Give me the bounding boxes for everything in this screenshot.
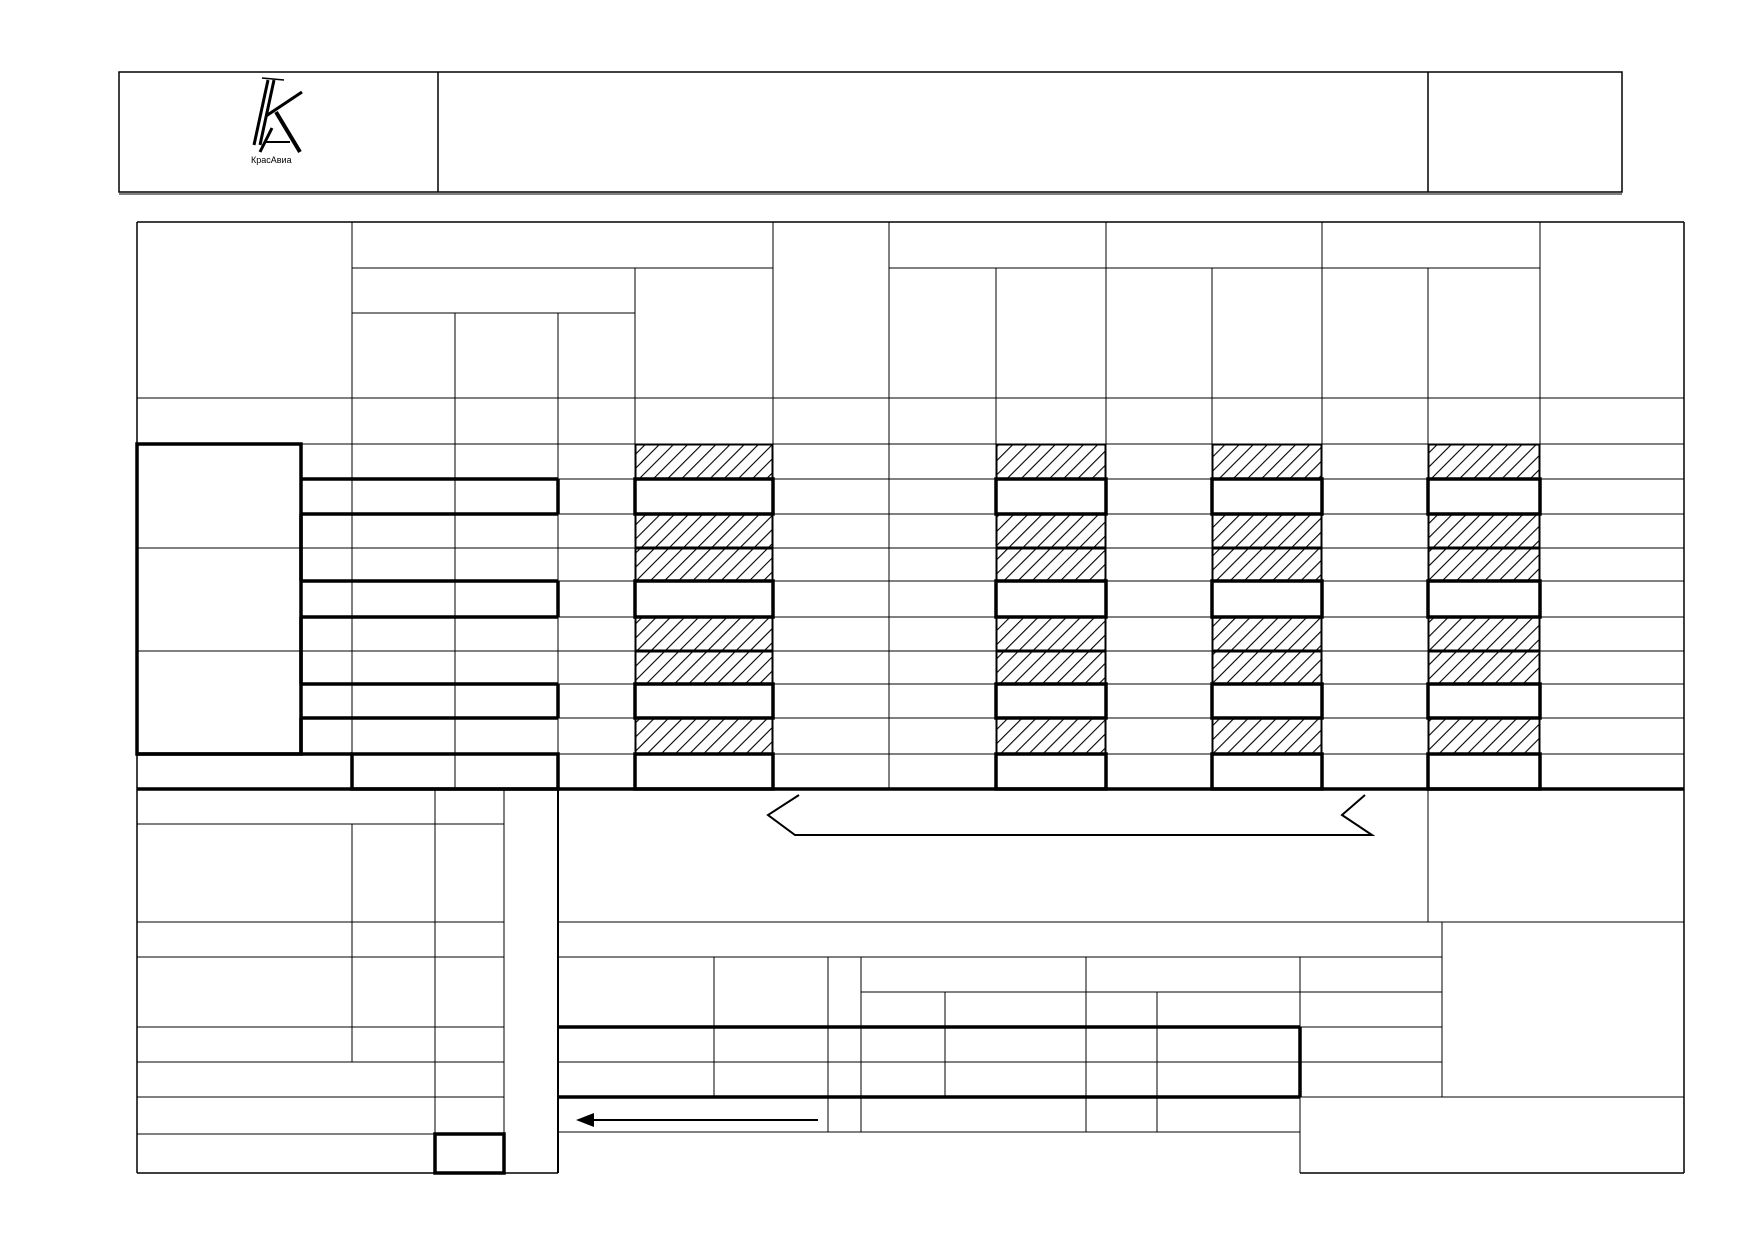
thick-cell <box>433 1132 506 1175</box>
hatched-cell <box>996 651 1106 684</box>
thick-cell <box>1210 682 1324 720</box>
thick-cell <box>633 752 775 791</box>
logo-mark <box>252 77 303 154</box>
hatched-cell <box>635 617 773 651</box>
thick-cell <box>994 752 1108 791</box>
thick-cell <box>1426 579 1542 619</box>
hatched-cell <box>635 718 773 754</box>
banner-arrow <box>766 794 1376 836</box>
hatched-cell <box>996 548 1106 581</box>
krasavia-logo: КрасАвиа <box>251 77 303 165</box>
hatched-cell <box>1428 514 1540 548</box>
hatched-cell <box>1428 718 1540 754</box>
main-grid <box>135 221 1685 1175</box>
left-arrow-icon <box>576 1113 818 1127</box>
title-block <box>118 71 1623 195</box>
hatched-cell <box>1212 718 1322 754</box>
hatched-cell <box>635 444 773 479</box>
hatched-cell <box>635 651 773 684</box>
hatched-cell <box>1212 548 1322 581</box>
hatched-cell <box>635 514 773 548</box>
hatched-cell <box>1428 617 1540 651</box>
group-block <box>135 442 303 756</box>
thick-cell <box>633 682 775 720</box>
thick-cell <box>1210 752 1324 791</box>
thick-cell <box>1210 477 1324 516</box>
hatched-cell <box>1428 444 1540 479</box>
thick-cell <box>1426 477 1542 516</box>
hatched-cell <box>996 444 1106 479</box>
hatched-cell <box>1212 444 1322 479</box>
thick-cell <box>1426 752 1542 791</box>
hatched-cell <box>996 718 1106 754</box>
hatched-cell <box>635 548 773 581</box>
hatched-cell <box>1212 617 1322 651</box>
thick-cell <box>994 477 1108 516</box>
hatched-cell <box>996 514 1106 548</box>
thick-cell <box>994 682 1108 720</box>
logo-caption: КрасАвиа <box>251 155 292 165</box>
thick-cell <box>994 579 1108 619</box>
thick-cell <box>1210 579 1324 619</box>
thick-cell <box>633 477 775 516</box>
hatched-cell <box>996 617 1106 651</box>
hatched-cell <box>1212 514 1322 548</box>
hatched-cell <box>1428 651 1540 684</box>
hatched-cell <box>1212 651 1322 684</box>
hatched-cell <box>1428 548 1540 581</box>
thick-cell <box>633 579 775 619</box>
thick-cell <box>1426 682 1542 720</box>
